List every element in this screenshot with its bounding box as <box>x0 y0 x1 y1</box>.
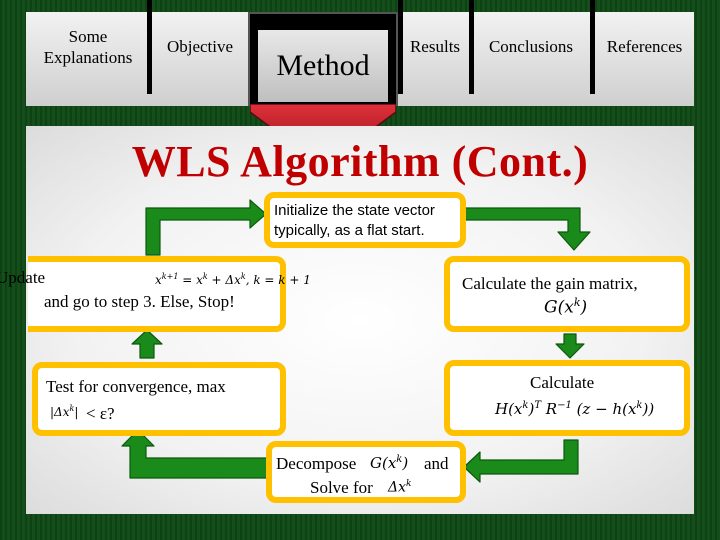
nav-some-explanations-line1: Some <box>68 26 108 46</box>
nav-objective[interactable]: Objective <box>152 0 248 94</box>
test-formula: |Δxk| <box>50 404 79 419</box>
decompose-formula-c: Δxk <box>388 479 412 496</box>
step-gain-matrix <box>444 256 690 332</box>
step-test-text: Test for convergence, max <box>46 377 226 396</box>
step-decompose <box>266 441 466 503</box>
update-formula: xk+1 = xk + Δxk, k = k + 1 <box>155 272 311 287</box>
step-decompose-text-a: Decompose <box>276 454 357 473</box>
step-initialize <box>264 192 466 248</box>
arrow-calculate-to-decompose <box>463 439 579 483</box>
nav-method-active-tab[interactable]: Method <box>258 30 388 102</box>
arrow-gain-to-calculate <box>555 333 585 359</box>
step-initialize-line2: typically, as a flat start. <box>274 222 425 239</box>
step-decompose-text-b: and <box>424 454 449 473</box>
gain-formula: G(xk) <box>544 296 588 318</box>
step-calculate <box>444 360 690 436</box>
nav-references[interactable]: References <box>595 0 694 94</box>
arrow-decompose-to-test <box>121 429 271 479</box>
nav-references-label: References <box>606 37 683 57</box>
step-update-text2: and go to step 3. Else, Stop! <box>44 292 235 311</box>
nav-objective-label: Objective <box>166 37 234 57</box>
nav-divider <box>147 0 152 94</box>
decompose-formula: G(xk) <box>370 454 409 472</box>
step-initialize-line1: Initialize the state vector <box>274 202 435 219</box>
nav-divider <box>590 0 595 94</box>
step-decompose-text-c: Solve for <box>310 478 373 497</box>
nav-method-label: Method <box>276 49 370 82</box>
step-update-text: Update <box>0 268 46 287</box>
nav-divider <box>469 0 474 94</box>
nav-results[interactable]: Results <box>403 0 467 94</box>
arrow-update-to-initialize <box>145 199 267 256</box>
page-title: WLS Algorithm (Cont.) <box>131 137 589 186</box>
step-gain-text: Calculate the gain matrix, <box>462 274 638 293</box>
calculate-formula: H(xk)T R−1 (z − h(xk)) <box>495 400 655 418</box>
step-calculate-text: Calculate <box>530 373 595 392</box>
nav-some-explanations-line2: Explanations <box>43 48 133 67</box>
arrow-test-to-update <box>131 329 163 359</box>
nav-conclusions[interactable]: Conclusions <box>474 0 588 94</box>
step-test-suffix: < ε? <box>86 404 115 423</box>
nav-divider <box>398 0 403 94</box>
step-test-convergence <box>32 362 286 436</box>
nav-results-label: Results <box>409 37 461 57</box>
step-update <box>28 256 286 332</box>
arrow-initialize-to-gain <box>463 207 591 251</box>
nav-conclusions-label: Conclusions <box>488 37 574 57</box>
nav-some-explanations[interactable]: Some Explanations <box>26 0 150 94</box>
